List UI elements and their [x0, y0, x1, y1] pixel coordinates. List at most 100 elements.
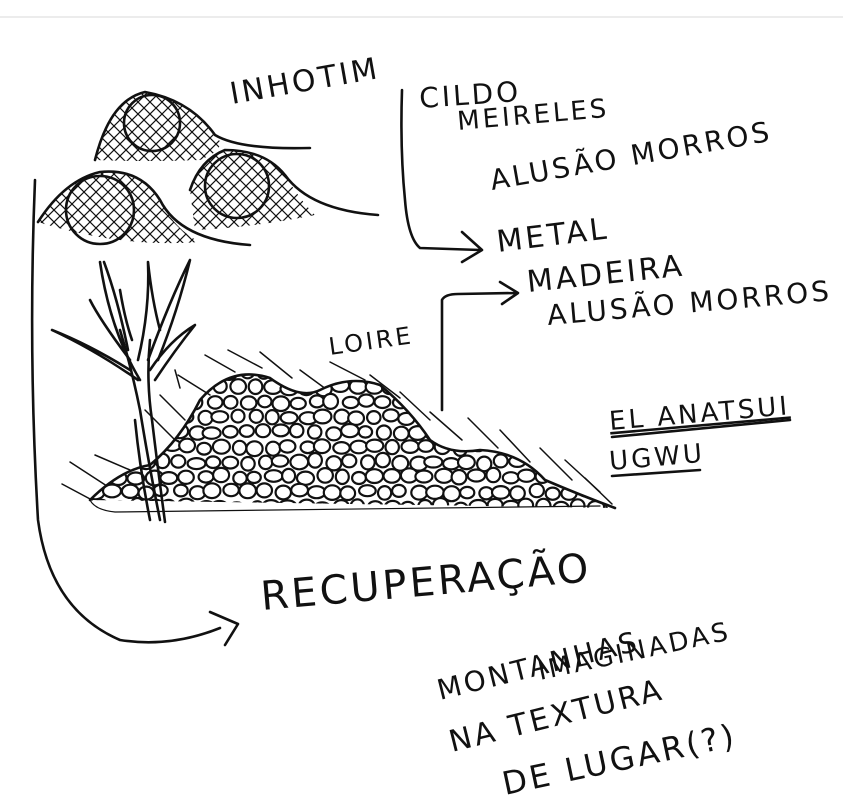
stone: [229, 502, 245, 513]
stone: [232, 410, 245, 423]
stone: [375, 396, 391, 408]
stone: [366, 469, 383, 483]
stone: [587, 411, 603, 425]
label-inhotim: INHOTIM: [227, 51, 382, 112]
stone: [546, 488, 560, 500]
stone: [447, 423, 460, 437]
stone: [323, 394, 338, 409]
stone: [468, 470, 485, 482]
stone: [308, 453, 322, 468]
stone: [418, 500, 432, 513]
stone: [589, 440, 602, 452]
stone: [554, 502, 569, 514]
stone: [518, 470, 535, 482]
stone: [163, 381, 178, 396]
stone: [548, 424, 562, 438]
stone: [368, 501, 382, 512]
stone: [203, 427, 221, 438]
stone: [256, 424, 270, 437]
stone: [451, 381, 465, 395]
stone: [114, 380, 128, 391]
stone: [174, 485, 188, 497]
stone: [199, 471, 214, 482]
stone: [257, 483, 272, 497]
stone: [386, 440, 399, 454]
stone: [171, 455, 185, 467]
stone: [197, 443, 211, 455]
stone: [361, 455, 375, 469]
stone: [394, 427, 409, 441]
stone: [241, 457, 254, 471]
stone: [273, 396, 290, 411]
hatched-hills-drawing: [38, 92, 378, 245]
stone: [479, 487, 493, 499]
stone: [605, 380, 620, 392]
stone: [433, 498, 448, 512]
stone: [105, 365, 118, 380]
stone: [223, 457, 239, 469]
stone: [561, 394, 576, 407]
stone: [233, 441, 246, 455]
stone: [526, 364, 543, 378]
stone: [181, 381, 195, 393]
stone: [264, 380, 282, 394]
stone: [343, 397, 359, 408]
stone: [359, 426, 372, 437]
stone: [87, 425, 104, 437]
stone: [122, 485, 139, 498]
stone: [334, 500, 349, 512]
stone: [426, 486, 444, 499]
stone: [443, 458, 459, 469]
stone: [537, 378, 550, 392]
stone: [314, 439, 330, 453]
stone: [265, 470, 283, 482]
stone: [241, 364, 255, 378]
stone: [326, 427, 341, 440]
stone: [314, 502, 331, 515]
stone: [290, 455, 308, 470]
stone: [223, 426, 238, 438]
stone: [94, 380, 108, 392]
stone: [392, 485, 406, 497]
stone: [486, 468, 500, 482]
stone: [552, 441, 568, 454]
stone: [570, 440, 585, 452]
label-el-anatsui: EL ANATSUI: [608, 391, 791, 437]
stone: [468, 382, 484, 395]
stone: [461, 368, 474, 380]
stone: [341, 424, 359, 437]
stone: [501, 412, 517, 423]
stone: [333, 442, 349, 454]
stone: [547, 454, 564, 469]
stone: [458, 456, 475, 470]
stone: [547, 366, 561, 380]
stone: [306, 365, 321, 376]
stone: [290, 424, 303, 437]
stones: [86, 363, 621, 516]
stone: [208, 396, 223, 408]
stone: [401, 380, 417, 392]
stone: [438, 381, 451, 394]
stone: [552, 382, 570, 393]
stone: [585, 382, 602, 393]
stone: [460, 487, 474, 498]
stone: [571, 380, 586, 391]
stone: [131, 498, 144, 513]
stone: [452, 470, 467, 484]
stone: [213, 440, 230, 454]
stone: [314, 410, 332, 424]
stone: [179, 439, 195, 453]
stone: [359, 395, 374, 407]
stone: [479, 396, 495, 411]
stone: [378, 486, 391, 500]
stone: [597, 364, 611, 377]
stone: [454, 442, 467, 456]
stone: [198, 501, 216, 515]
stone: [493, 396, 509, 407]
label-recuperacao: RECUPERAÇÃO: [259, 543, 593, 620]
stone: [250, 410, 263, 423]
arrow-madeira: [442, 282, 518, 410]
stone: [111, 412, 126, 425]
stone: [348, 412, 364, 425]
